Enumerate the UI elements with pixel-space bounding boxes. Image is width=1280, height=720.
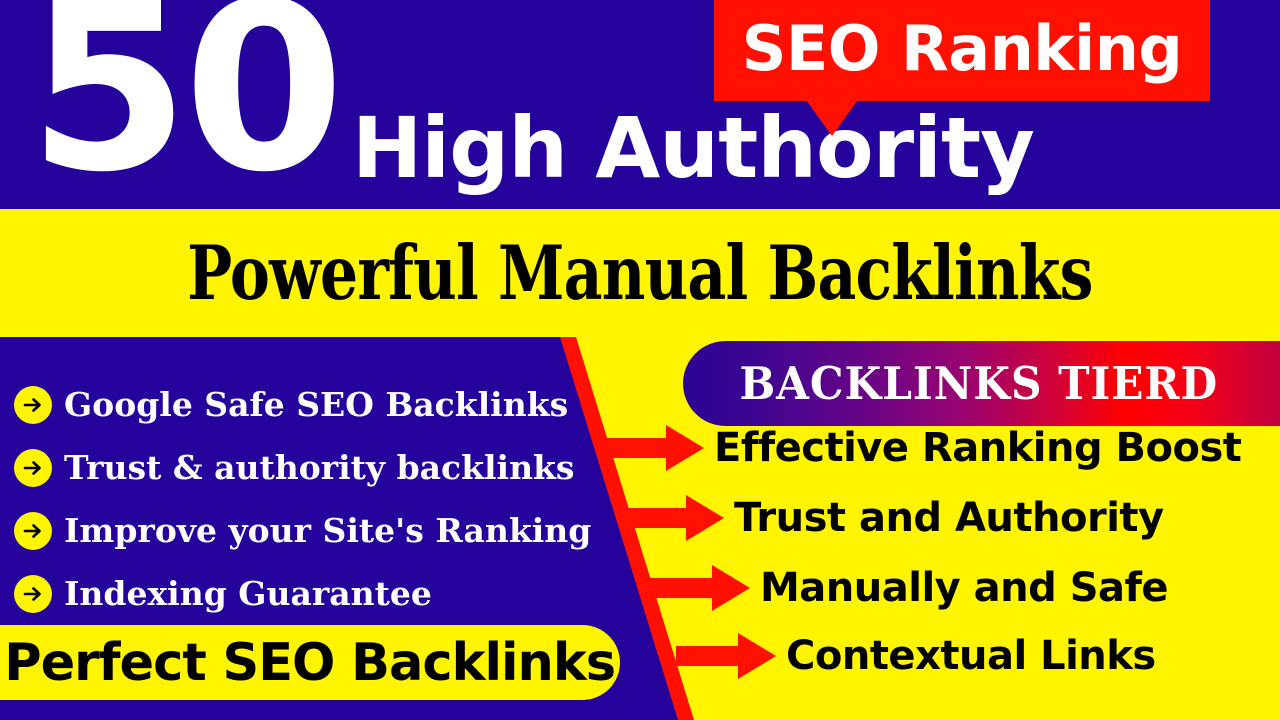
list-item: Improve your Site's Ranking (14, 501, 591, 561)
list-item: Contextual Links (676, 633, 1156, 679)
quantity-number: 50 (28, 0, 345, 223)
lower-section: Google Safe SEO Backlinks Trust & author… (0, 337, 1280, 720)
header-subtitle: High Authority (352, 99, 1035, 197)
backlinks-tier-label: BACKLINKS TIERD (739, 356, 1219, 410)
seo-ranking-badge-label: SEO Ranking (741, 11, 1183, 85)
list-item: Manually and Safe (650, 565, 1169, 611)
benefits-list: Google Safe SEO Backlinks Trust & author… (14, 375, 591, 627)
list-item: Trust and Authority (624, 495, 1164, 541)
arrow-right-icon (676, 633, 776, 679)
arrow-right-icon (650, 565, 750, 611)
list-item: Indexing Guarantee (14, 564, 591, 624)
backlinks-tier-banner: BACKLINKS TIERD (683, 341, 1280, 426)
seo-ranking-badge: SEO Ranking (714, 0, 1210, 101)
arrow-right-circle-icon (14, 575, 52, 613)
list-item-label: Trust and Authority (734, 495, 1164, 541)
perfect-seo-backlinks-pill: Perfect SEO Backlinks (0, 625, 620, 700)
arrow-right-circle-icon (14, 449, 52, 487)
list-item: Trust & authority backlinks (14, 438, 591, 498)
arrow-right-circle-icon (14, 512, 52, 550)
list-item-label: Trust & authority backlinks (64, 448, 575, 487)
list-item: Effective Ranking Boost (604, 425, 1242, 471)
list-item-label: Improve your Site's Ranking (64, 511, 592, 550)
speech-bubble-tail-icon (806, 100, 858, 136)
list-item-label: Contextual Links (786, 633, 1156, 679)
list-item-label: Google Safe SEO Backlinks (64, 385, 569, 424)
perfect-seo-backlinks-label: Perfect SEO Backlinks (4, 632, 617, 693)
list-item-label: Manually and Safe (760, 565, 1169, 611)
page-title: Powerful Manual Backlinks (187, 229, 1093, 317)
arrow-right-circle-icon (14, 386, 52, 424)
arrow-right-icon (604, 425, 704, 471)
features-list: Effective Ranking Boost Trust and Author… (0, 337, 1280, 720)
arrow-right-icon (624, 495, 724, 541)
headline-band: Powerful Manual Backlinks (0, 209, 1280, 337)
list-item: Google Safe SEO Backlinks (14, 375, 591, 435)
list-item-label: Indexing Guarantee (64, 574, 432, 613)
list-item-label: Effective Ranking Boost (714, 425, 1242, 471)
